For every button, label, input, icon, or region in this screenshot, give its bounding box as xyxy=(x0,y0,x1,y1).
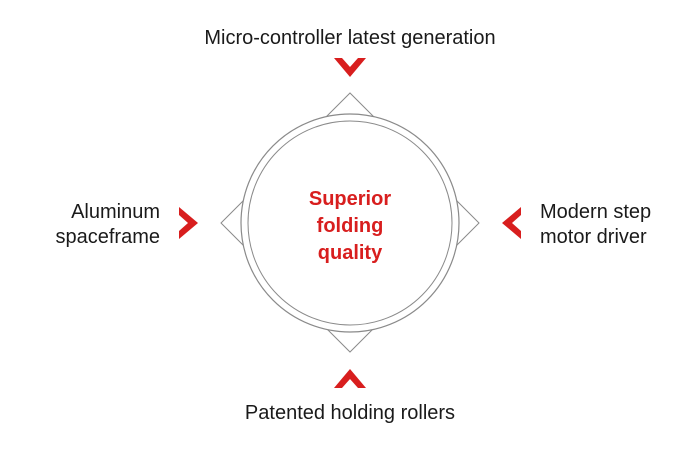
label-micro-controller: Micro-controller latest generation xyxy=(204,27,496,49)
inner-ring xyxy=(247,120,453,326)
chevron-left-icon xyxy=(502,207,521,239)
label-right-line-2: motor driver xyxy=(540,226,647,248)
center-line-1: Superior xyxy=(308,188,392,210)
chevron-down-icon xyxy=(334,58,366,77)
label-left-line-2: spaceframe xyxy=(55,226,161,248)
chevron-up-icon xyxy=(334,369,366,388)
center-line-3: quality xyxy=(317,242,383,264)
label-left-line-1: Aluminum xyxy=(71,201,160,223)
center-title: Superior folding quality xyxy=(250,186,450,267)
label-step-motor-driver: Modern step motor driver xyxy=(540,200,651,250)
label-aluminum-spaceframe: Aluminum spaceframe xyxy=(56,200,161,250)
chevron-right-icon xyxy=(179,207,198,239)
label-right-line-1: Modern step xyxy=(540,201,652,223)
center-line-2: folding xyxy=(316,215,384,237)
label-holding-rollers: Patented holding rollers xyxy=(244,402,456,424)
